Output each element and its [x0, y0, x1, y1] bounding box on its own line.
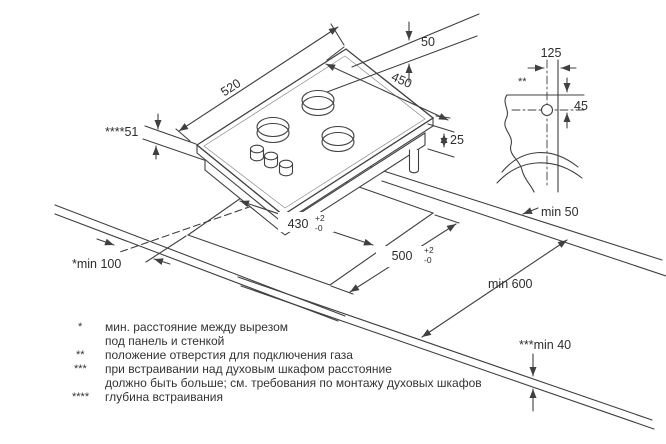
dim-min40-label: ***min 40 [519, 338, 571, 352]
dim-430: 430 +2 -0 [239, 200, 374, 246]
dim-430-label: 430 [288, 217, 309, 231]
break-arc-upper [501, 152, 579, 173]
dim-500-tol-plus: +2 [424, 245, 434, 255]
dim-min50: min 50 [522, 205, 579, 219]
dim-45: 45 [563, 77, 588, 129]
footnote-marker-3: *** [74, 363, 88, 375]
dimensions: 520 450 50 25 [72, 13, 579, 412]
dim-min600: min 600 [421, 239, 568, 338]
dim-430-tol-plus: +2 [315, 213, 325, 223]
dim-125-label: 125 [541, 46, 562, 60]
dim-min40: ***min 40 [519, 338, 571, 412]
gas-connection-detail: 125 ** 45 [496, 46, 588, 193]
dim-51: ****51 [105, 113, 205, 161]
footnote-line-5: должно быть больше; см. требования по мо… [105, 376, 482, 390]
dim-500-tol-minus: -0 [424, 255, 432, 265]
front-edge-inner [240, 285, 655, 430]
dim-min600-label: min 600 [488, 277, 533, 291]
control-knobs [249, 144, 294, 177]
projection-dashed-line [119, 205, 253, 253]
dim-51-label: ****51 [105, 125, 138, 139]
dim-500: 500 +2 -0 [330, 214, 460, 295]
dim-430-tol-minus: -0 [315, 223, 323, 233]
dim-500-label: 500 [392, 249, 413, 263]
burner-front [321, 125, 355, 153]
side-edge-inner [381, 180, 666, 277]
break-arc-lower [496, 162, 583, 184]
footnote-marker-4: **** [72, 391, 90, 403]
footnote-line-3: положение отверстия для подключения газа [105, 348, 353, 362]
dim-min100-label: *min 100 [72, 257, 121, 271]
footnote-line-2: под панель и стенкой [105, 334, 224, 348]
dim-50-label: 50 [421, 35, 435, 49]
panel-torn-edge [504, 94, 535, 193]
footnote-marker-1: * [78, 321, 83, 333]
dim-min100: *min 100 [72, 238, 171, 271]
dim-50: 50 [326, 13, 480, 93]
dim-45-label: 45 [574, 99, 588, 113]
side-edge-outer [367, 165, 663, 261]
dim-25: 25 [427, 123, 464, 158]
footnote-line-1: мин. расстояние между вырезом [105, 320, 288, 334]
gas-hole [540, 103, 554, 117]
gas-pipe [408, 149, 420, 174]
dim-520-label: 520 [218, 76, 243, 99]
footnotes: * мин. расстояние между вырезом под пане… [72, 320, 482, 404]
dim-min50-label: min 50 [541, 205, 579, 219]
gas-hole-marker: ** [518, 76, 527, 88]
footnote-line-4: при встраивании над духовым шкафом расст… [105, 362, 392, 376]
front-edge-outer [237, 276, 653, 421]
cutout-extension-line [145, 235, 187, 263]
footnote-line-6: глубина встраивания [105, 390, 223, 404]
dim-125: 125 ** [518, 46, 577, 88]
footnote-marker-2: ** [76, 349, 85, 361]
dim-25-label: 25 [450, 133, 464, 147]
